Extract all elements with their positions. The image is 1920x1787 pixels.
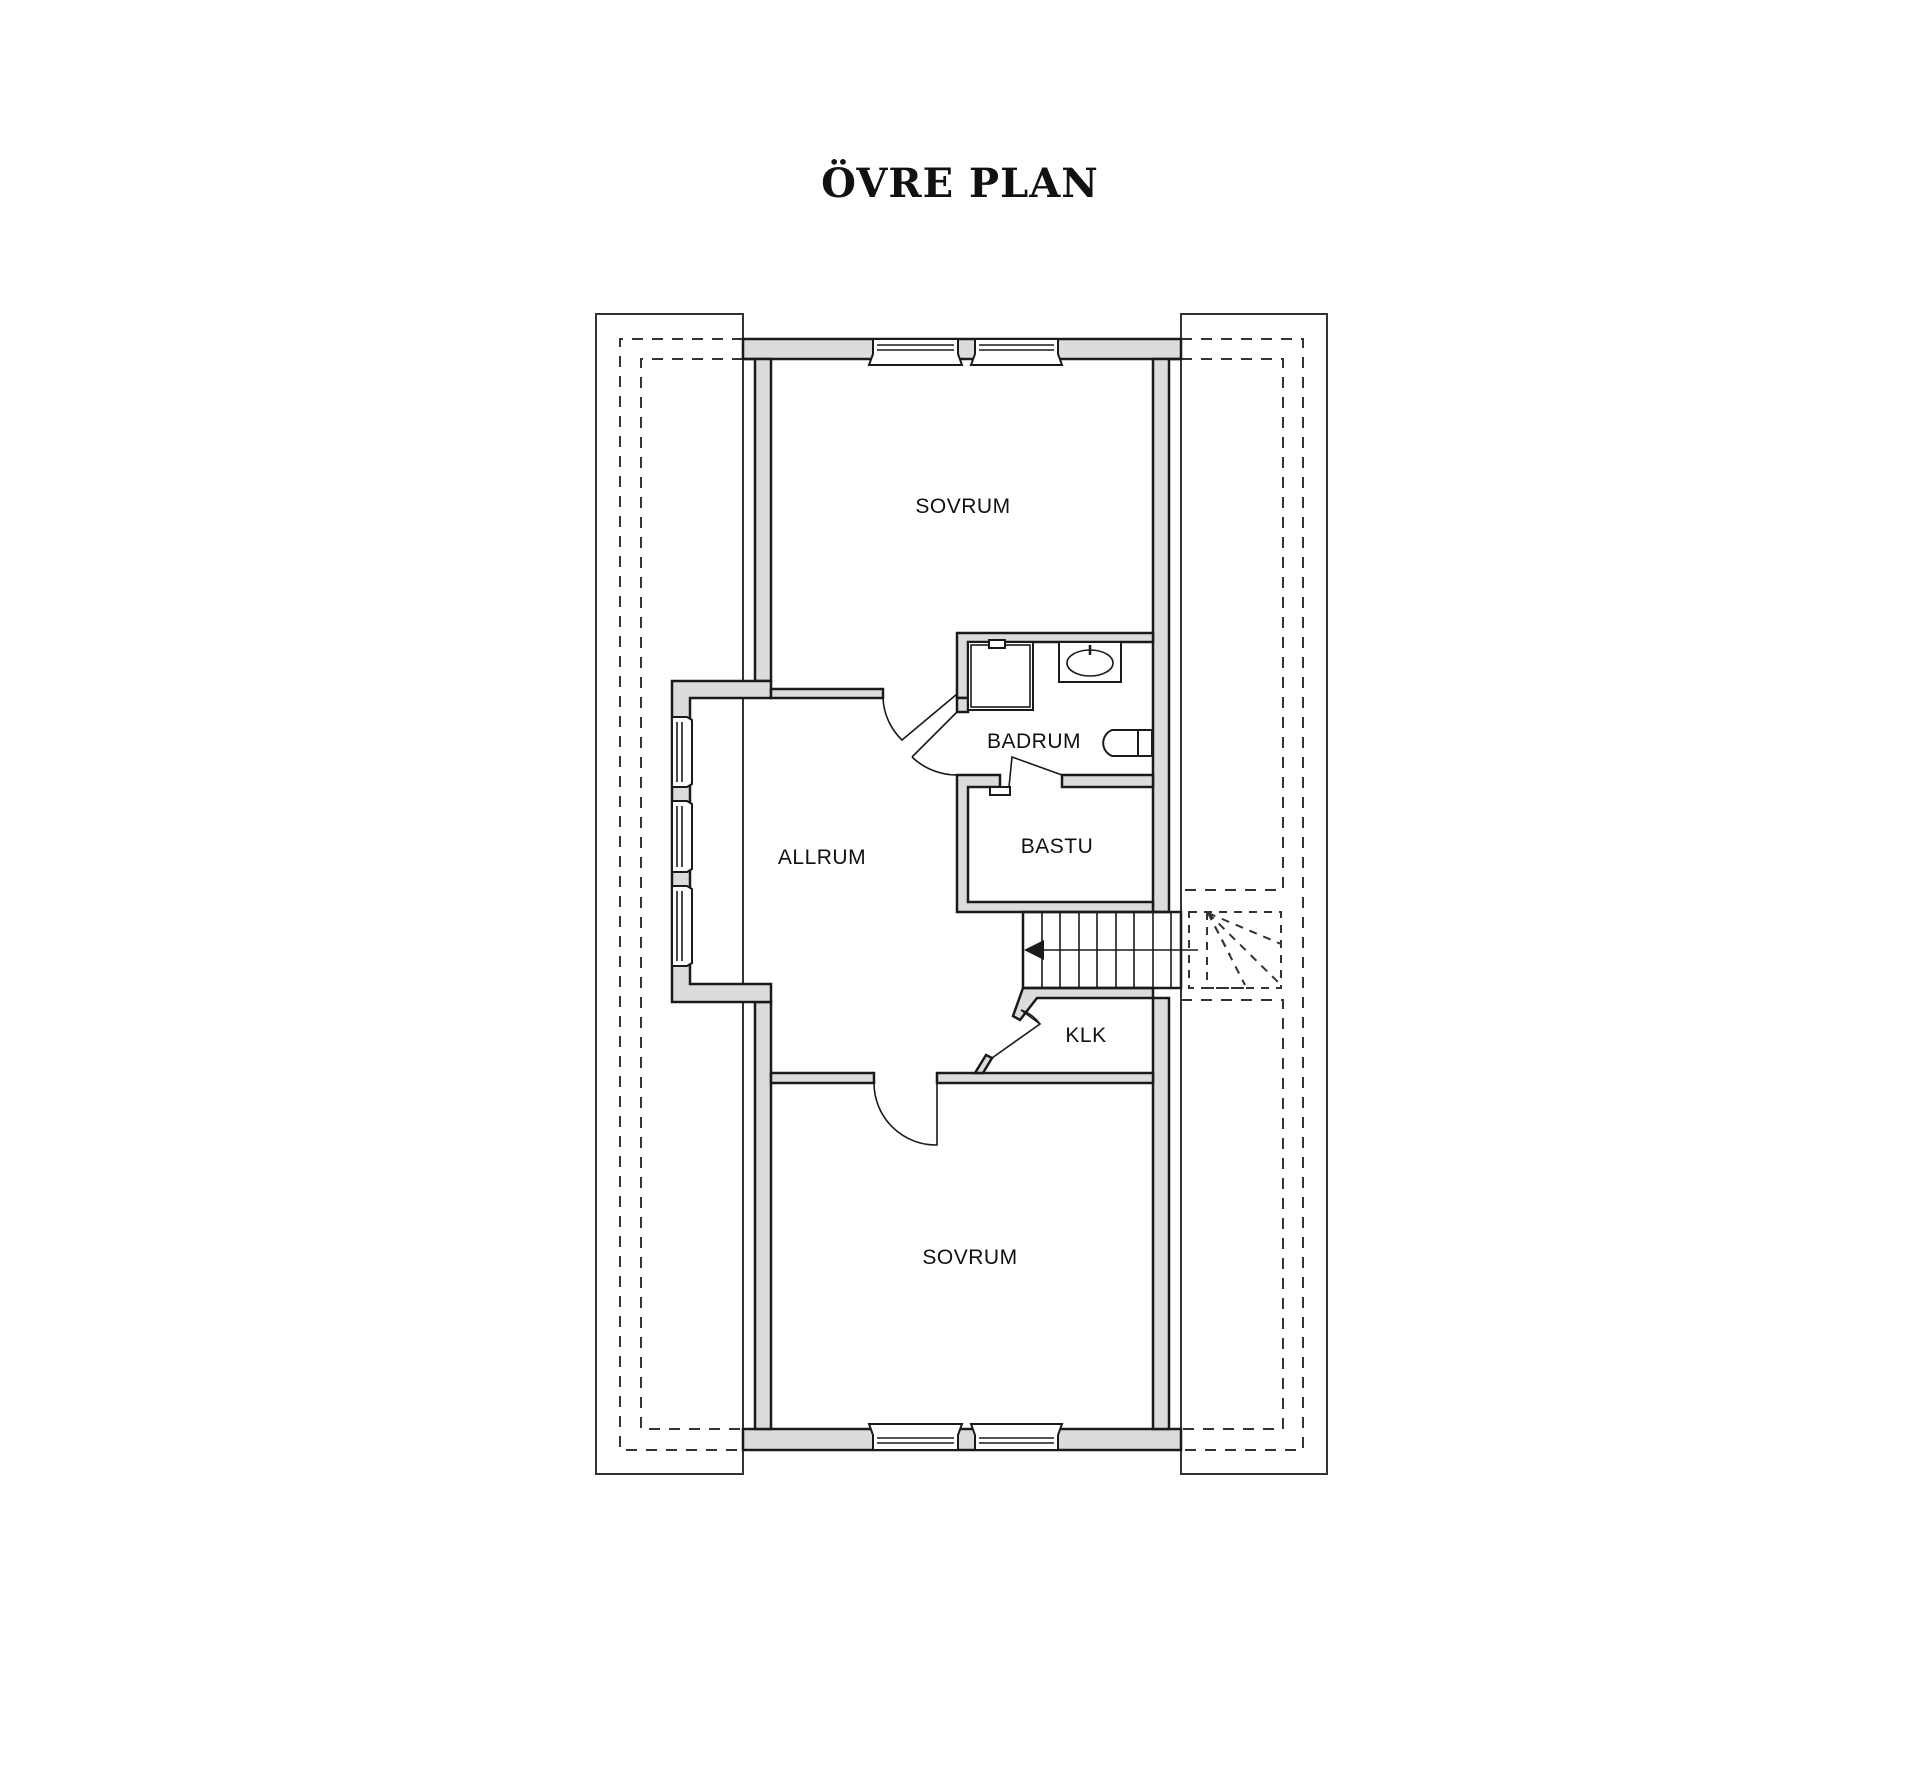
plan-title: ÖVRE PLAN	[821, 160, 1099, 207]
room-label-badrum: BADRUM	[987, 730, 1081, 753]
allrum-windows	[671, 716, 693, 967]
room-label-bastu: BASTU	[1021, 835, 1094, 858]
top-windows	[867, 338, 1064, 366]
bottom-windows	[867, 1423, 1064, 1451]
shower-icon	[967, 641, 1034, 711]
bathroom-fixtures	[967, 639, 1153, 796]
exterior-walls	[670, 337, 1183, 1452]
stair-arrow-icon	[1024, 940, 1044, 960]
toilet-icon	[1102, 729, 1139, 757]
room-label-klk: KLK	[1065, 1024, 1106, 1047]
staircase	[1021, 910, 1282, 990]
room-label-sovrum-top: SOVRUM	[915, 495, 1010, 518]
right-eave-area	[1180, 313, 1328, 1475]
left-eave-area	[595, 313, 744, 1475]
doors	[873, 693, 1063, 1146]
room-label-allrum: ALLRUM	[778, 846, 866, 869]
room-label-sovrum-bottom: SOVRUM	[922, 1246, 1017, 1269]
